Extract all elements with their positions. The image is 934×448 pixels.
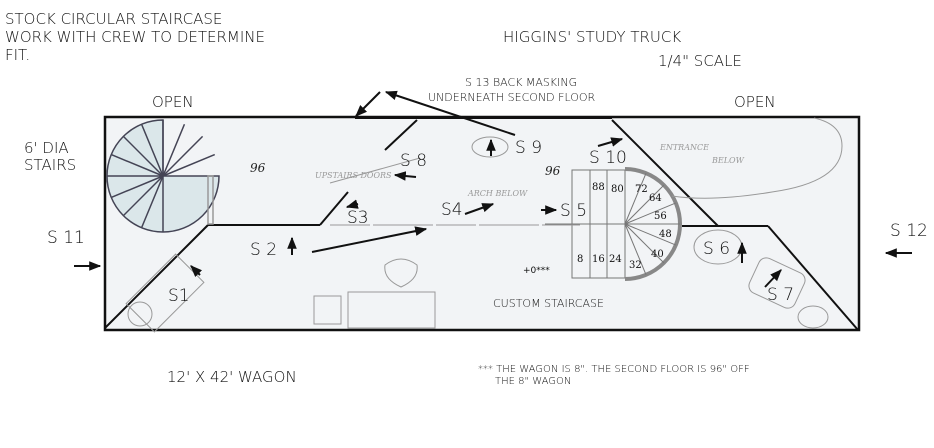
step-80: 80 — [611, 184, 624, 195]
s13-note-line-1: S 13 BACK MASKING — [465, 76, 577, 89]
stair-tread — [122, 135, 164, 177]
second-floor-outline — [104, 117, 859, 331]
pencil-note-entrance-1: ENTRANCE — [659, 143, 709, 152]
diagram-title: HIGGINS' STUDY TRUCK — [503, 28, 681, 46]
height-96-left: 96 — [250, 161, 266, 175]
circular-stairs — [106, 119, 220, 233]
custom-staircase-drawing — [545, 167, 682, 281]
pencil-note-entrance-2: BELOW — [711, 156, 745, 165]
stair-tread — [140, 175, 164, 229]
stair-tread — [110, 175, 164, 199]
pencil-note-upstairs: UPSTAIRS DOORS — [315, 171, 392, 180]
shot-s11: S 11 — [47, 228, 85, 248]
shot-s9: S 9 — [515, 138, 542, 158]
step-heights: 8 16 24 32 40 48 56 64 72 80 88 — [577, 182, 672, 271]
scale-label: 1/4" SCALE — [658, 52, 742, 70]
footnote-line-1: *** THE WAGON IS 8". THE SECOND FLOOR IS… — [478, 364, 750, 375]
footnote-line-2: THE 8" WAGON — [495, 376, 571, 387]
base-height-mark: +0*** — [523, 266, 550, 276]
step-64: 64 — [649, 193, 662, 204]
step-48: 48 — [659, 229, 672, 240]
stair-tread — [162, 135, 204, 177]
wagon-label: 12' X 42' WAGON — [167, 368, 297, 386]
custom-staircase-label: CUSTOM STAIRCASE — [493, 297, 604, 310]
height-96-right: 96 — [545, 164, 561, 178]
title-note-line-2: WORK WITH CREW TO DETERMINE — [5, 28, 265, 46]
title-note-line-3: FIT. — [5, 46, 30, 64]
shot-s2: S 2 — [250, 240, 277, 260]
step-8: 8 — [577, 254, 583, 265]
stair-step-line — [624, 223, 665, 264]
shot-s8: S 8 — [400, 151, 427, 171]
shot-s1: S1 — [168, 286, 190, 306]
open-right-label: OPEN — [734, 93, 776, 111]
step-40: 40 — [651, 249, 664, 260]
step-88: 88 — [592, 182, 605, 193]
step-32: 32 — [629, 260, 642, 271]
stair-tread — [140, 123, 164, 177]
shot-s10: S 10 — [589, 148, 627, 168]
stair-step-line — [624, 172, 647, 225]
shot-s6: S 6 — [703, 239, 730, 259]
shot-s3: S3 — [347, 208, 369, 228]
step-24: 24 — [609, 254, 622, 265]
furniture — [125, 117, 843, 333]
stair-tread — [162, 123, 186, 177]
s13-note-line-2: UNDERNEATH SECOND FLOOR — [428, 91, 596, 104]
pencil-note-arch: ARCH BELOW — [467, 189, 528, 198]
step-72: 72 — [635, 184, 648, 195]
stair-step-line — [624, 184, 665, 225]
stairs-note-line-1: 6' DIA — [24, 139, 69, 157]
step-16: 16 — [592, 254, 605, 265]
stair-tread — [122, 175, 164, 217]
camera-arrows — [74, 90, 912, 288]
wagon-outline — [103, 115, 861, 332]
stair-tread — [162, 153, 216, 177]
stair-step-line — [624, 223, 647, 276]
stair-step-line — [624, 202, 677, 225]
shot-s5: S 5 — [560, 201, 587, 221]
stair-step-line — [624, 223, 677, 246]
stair-tread — [110, 153, 164, 177]
stairs-note-line-2: STAIRS — [24, 156, 76, 174]
shot-s12: S 12 — [890, 221, 928, 241]
step-56: 56 — [654, 211, 667, 222]
shot-s7: S 7 — [767, 285, 794, 305]
title-note-line-1: STOCK CIRCULAR STAIRCASE — [5, 10, 222, 28]
shot-s4: S4 — [441, 200, 463, 220]
open-left-label: OPEN — [152, 93, 194, 111]
